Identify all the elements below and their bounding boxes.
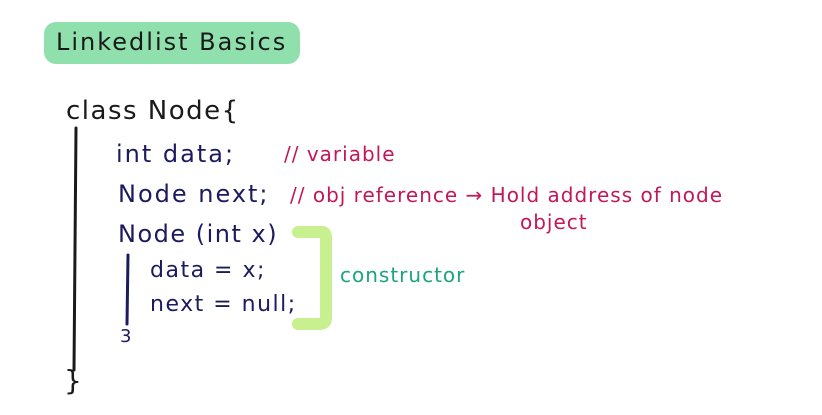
comment-obj-reference: // obj reference → Hold address of node bbox=[290, 183, 724, 207]
class-declaration: class Node{ bbox=[66, 96, 240, 126]
constructor-bracket bbox=[292, 226, 332, 330]
class-body-line bbox=[72, 126, 78, 372]
constructor-label: constructor bbox=[340, 263, 466, 287]
assign-data-line: data = x; bbox=[150, 258, 266, 283]
constructor-close-brace: 3 bbox=[120, 326, 133, 347]
comment-object: object bbox=[520, 210, 588, 234]
class-close-brace: } bbox=[64, 364, 83, 397]
comment-variable: // variable bbox=[284, 142, 396, 166]
field-data-line: int data; bbox=[116, 140, 236, 168]
field-next-line: Node next; bbox=[118, 180, 270, 208]
title-highlight bbox=[44, 22, 300, 64]
constructor-signature: Node (int x) bbox=[118, 220, 279, 248]
assign-next-line: next = null; bbox=[150, 292, 297, 317]
page-title: Linkedlist Basics bbox=[56, 28, 288, 56]
constructor-body-line bbox=[125, 253, 130, 326]
